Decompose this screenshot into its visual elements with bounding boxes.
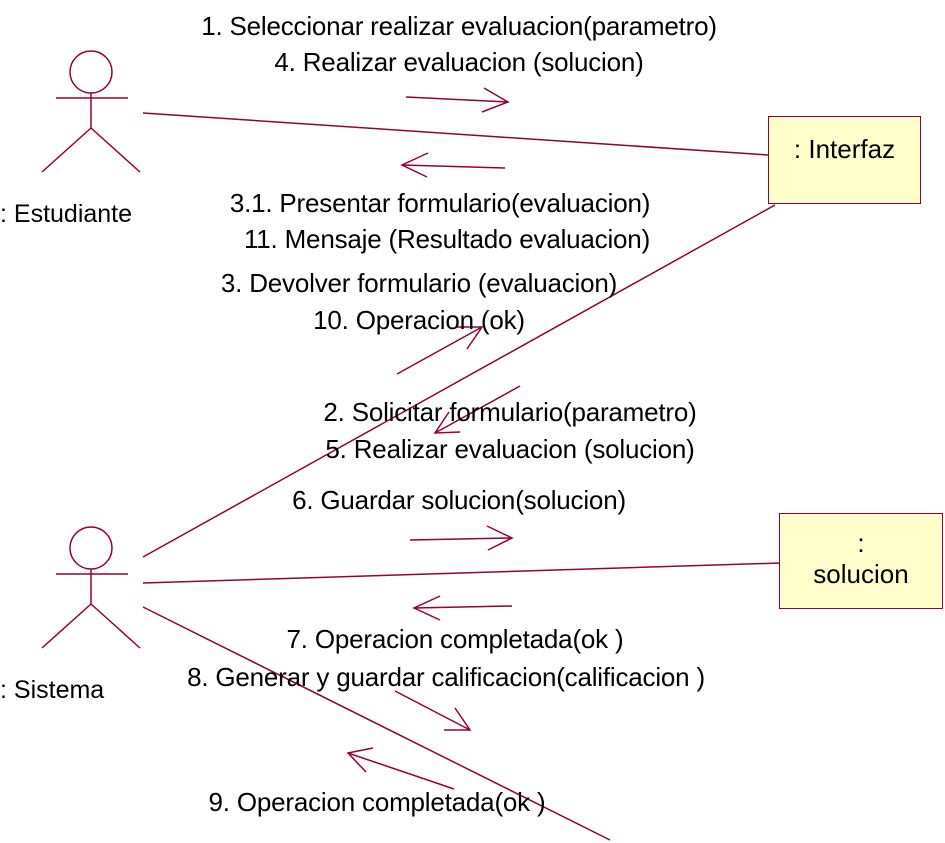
object-interfaz: : Interfaz	[768, 116, 921, 204]
message-8-label: 8. Generar y guardar calificacion(califi…	[187, 662, 705, 692]
actor-estudiante-label: : Estudiante	[0, 200, 133, 228]
message-9-label: 9. Operacion completada(ok )	[208, 787, 546, 817]
link-estudiante-interfaz	[142, 112, 769, 156]
link-sistema-interfaz	[142, 204, 776, 558]
arrow-sistema-down	[394, 690, 472, 731]
arrow-interfaz-to-estudiante	[400, 152, 506, 178]
message-1-label: 1. Seleccionar realizar evaluacion(param…	[201, 11, 717, 41]
object-solucion-name: solucion	[813, 559, 909, 589]
arrow-interfaz-to-sistema	[433, 385, 521, 434]
message-5-label: 5. Realizar evaluacion (solucion)	[325, 434, 695, 464]
message-3-1-label: 3.1. Presentar formulario(evaluacion)	[229, 188, 651, 218]
message-10-label: 10. Operacion (ok)	[313, 305, 525, 335]
arrow-solucion-to-sistema	[412, 595, 513, 621]
message-3-label: 3. Devolver formulario (evaluacion)	[220, 268, 618, 298]
sistema-actor-figure	[41, 526, 141, 649]
arrow-sistema-up	[346, 747, 455, 790]
link-sistema-solucion	[142, 562, 781, 584]
message-6-label: 6. Guardar solucion(solucion)	[292, 485, 626, 515]
link-sistema-lower	[142, 606, 611, 841]
object-solucion: : solucion	[779, 513, 943, 609]
arrow-sistema-to-interfaz	[396, 326, 484, 375]
estudiante-actor-figure	[41, 50, 141, 173]
message-2-label: 2. Solicitar formulario(parametro)	[323, 397, 697, 427]
object-interfaz-label: : Interfaz	[793, 134, 896, 164]
message-11-label: 11. Mensaje (Resultado evaluacion)	[243, 224, 651, 254]
object-solucion-colon: :	[857, 528, 865, 558]
arrow-estudiante-to-interfaz	[405, 87, 510, 113]
message-7-label: 7. Operacion completada(ok )	[286, 624, 624, 654]
actor-sistema-label: : Sistema	[0, 676, 105, 704]
arrow-sistema-to-solucion	[409, 525, 514, 551]
message-4-label: 4. Realizar evaluacion (solucion)	[274, 47, 644, 77]
